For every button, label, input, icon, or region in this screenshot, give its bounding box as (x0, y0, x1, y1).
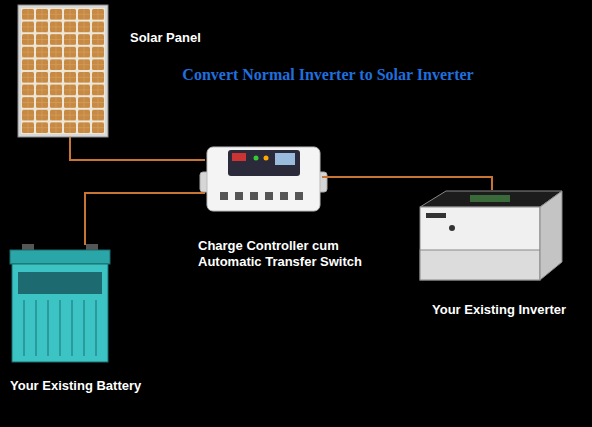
charge-controller-art-part (254, 156, 259, 161)
charge-controller-art-part (207, 147, 320, 211)
inverter-art-part (449, 225, 455, 231)
charge-controller-art-part (232, 153, 246, 161)
charge-controller-art-part (250, 192, 258, 200)
wire-line (70, 137, 205, 160)
charge-controller-art-part (275, 153, 295, 165)
diagram-title: Convert Normal Inverter to Solar Inverte… (182, 65, 473, 85)
charge-controller-art-part (228, 150, 300, 176)
charge-controller-art-part (264, 156, 269, 161)
charge-controller-node: Charge Controller cum Automatic Transfer… (205, 145, 322, 213)
inverter-art-part (420, 250, 540, 280)
battery-art-part (35, 300, 37, 356)
inverter-node: Your Existing Inverter (418, 190, 563, 282)
battery-node: Your Existing Battery (10, 245, 110, 363)
battery-art-part (12, 264, 108, 362)
wire-line (322, 177, 492, 190)
solar-panel-art-part (21, 8, 105, 134)
battery-art-part (18, 272, 102, 294)
solar-panel-art-part (18, 5, 108, 137)
charge-controller-art-part (280, 192, 288, 200)
charge-controller-art-part (235, 192, 243, 200)
battery-art (10, 244, 110, 362)
battery-art-part (23, 300, 25, 356)
solar-panel-node: Solar Panel (18, 5, 108, 137)
node-label: Your Existing Inverter (432, 302, 566, 318)
wire-connector (70, 137, 205, 160)
wire-connector (85, 193, 205, 245)
battery-art-part (83, 300, 85, 356)
inverter-art-part (540, 191, 562, 280)
inverter-art-part (470, 195, 510, 202)
charge-controller-art-part (295, 192, 303, 200)
solar-panel-art (18, 5, 108, 137)
battery-art-part (47, 300, 49, 356)
charge-controller-art-part (220, 192, 228, 200)
battery-art-part (59, 300, 61, 356)
charge-controller-art-part (265, 192, 273, 200)
wire-line (85, 193, 205, 245)
battery-art-part (71, 300, 73, 356)
inverter-art-part (420, 207, 540, 280)
inverter-art-part (420, 191, 562, 207)
inverter-art (420, 191, 562, 280)
battery-art-part (10, 250, 110, 264)
node-label: Your Existing Battery (10, 378, 141, 394)
node-label: Solar Panel (130, 30, 201, 46)
node-label: Charge Controller cum Automatic Transfer… (198, 238, 380, 270)
battery-art-part (95, 300, 97, 356)
charge-controller-art (200, 147, 327, 211)
inverter-art-part (426, 213, 446, 218)
wire-connector (322, 177, 492, 190)
